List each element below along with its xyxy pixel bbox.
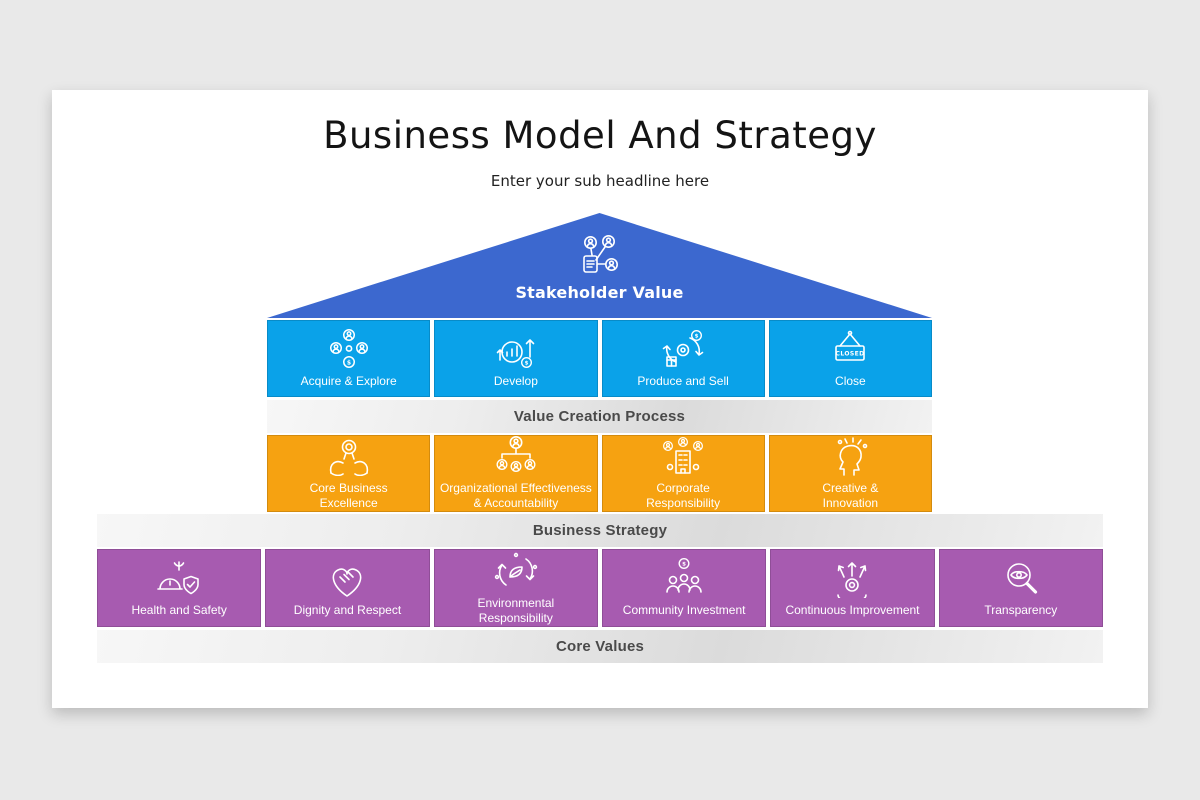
bar-core-values[interactable]: Core Values xyxy=(97,630,1103,663)
box-label: Environmental Responsibility xyxy=(477,595,555,625)
box-label: Core Business Excellence xyxy=(309,481,388,510)
box-label: Dignity and Respect xyxy=(293,603,402,617)
box-environmental-responsibility[interactable]: Environmental Responsibility xyxy=(433,549,598,627)
box-label: Organizational Effectiveness & Accountab… xyxy=(439,481,592,510)
org-effectiveness-icon xyxy=(496,436,536,472)
box-organizational-effectiveness[interactable]: Organizational Effectiveness & Accountab… xyxy=(434,435,598,512)
box-core-business-excellence[interactable]: Core Business Excellence xyxy=(267,435,431,512)
bar-business-strategy[interactable]: Business Strategy xyxy=(97,514,1103,547)
core-values-row: Health and Safety Dignity and Respect En… xyxy=(97,549,1103,627)
bar-value-creation-process[interactable]: Value Creation Process xyxy=(267,400,932,433)
box-community-investment[interactable]: Community Investment xyxy=(601,549,767,627)
box-label: Acquire & Explore xyxy=(300,373,397,388)
box-label: Produce and Sell xyxy=(637,373,729,388)
box-close[interactable]: CLOSED Close xyxy=(768,320,932,397)
value-creation-row: Acquire & Explore Develop Produce and Se… xyxy=(267,320,932,397)
box-label: Community Investment xyxy=(622,603,746,617)
acquire-explore-icon xyxy=(329,328,368,368)
box-label: Corporate Responsibility xyxy=(646,481,721,510)
box-dignity-respect[interactable]: Dignity and Respect xyxy=(265,549,430,627)
transparency-icon xyxy=(1006,563,1037,594)
dignity-respect-icon xyxy=(333,568,362,597)
box-label: Health and Safety xyxy=(131,603,227,617)
business-strategy-row: Core Business Excellence Organizational … xyxy=(267,435,932,512)
develop-icon xyxy=(496,338,535,368)
box-acquire-explore[interactable]: Acquire & Explore xyxy=(267,320,431,397)
environmental-icon xyxy=(494,552,538,586)
closed-sign-text: CLOSED xyxy=(836,350,865,357)
stakeholder-network-icon xyxy=(582,235,618,273)
slide: Business Model And Strategy Enter your s… xyxy=(52,90,1148,708)
box-corporate-responsibility[interactable]: Corporate Responsibility xyxy=(601,435,765,512)
bar-label: Core Values xyxy=(555,638,645,655)
box-label: Transparency xyxy=(984,603,1058,617)
box-develop[interactable]: Develop xyxy=(434,320,598,397)
box-label: Creative & Innovation xyxy=(822,481,879,510)
closed-sign-icon: CLOSED xyxy=(835,330,866,361)
apex-label: Stakeholder Value xyxy=(515,283,684,302)
box-continuous-improvement[interactable]: Continuous Improvement xyxy=(770,549,935,627)
health-safety-icon xyxy=(157,561,199,595)
corporate-responsibility-icon xyxy=(663,437,704,474)
continuous-improvement-icon xyxy=(837,562,868,598)
stakeholder-value-apex[interactable]: Stakeholder Value xyxy=(267,213,932,318)
bar-label: Business Strategy xyxy=(532,522,668,539)
box-label: Close xyxy=(835,373,866,388)
box-label: Develop xyxy=(493,373,538,388)
page-subtitle: Enter your sub headline here xyxy=(490,172,710,190)
core-excellence-icon xyxy=(329,439,368,476)
community-investment-icon xyxy=(666,558,702,593)
page-title: Business Model And Strategy xyxy=(323,114,877,157)
bar-label: Value Creation Process xyxy=(513,408,686,425)
produce-sell-icon xyxy=(662,329,704,367)
box-transparency[interactable]: Transparency xyxy=(938,549,1103,627)
box-creative-innovation[interactable]: Creative & Innovation xyxy=(768,435,932,512)
creative-innovation-icon xyxy=(838,437,868,476)
box-produce-sell[interactable]: Produce and Sell xyxy=(601,320,765,397)
box-health-safety[interactable]: Health and Safety xyxy=(97,549,262,627)
box-label: Continuous Improvement xyxy=(785,603,920,617)
